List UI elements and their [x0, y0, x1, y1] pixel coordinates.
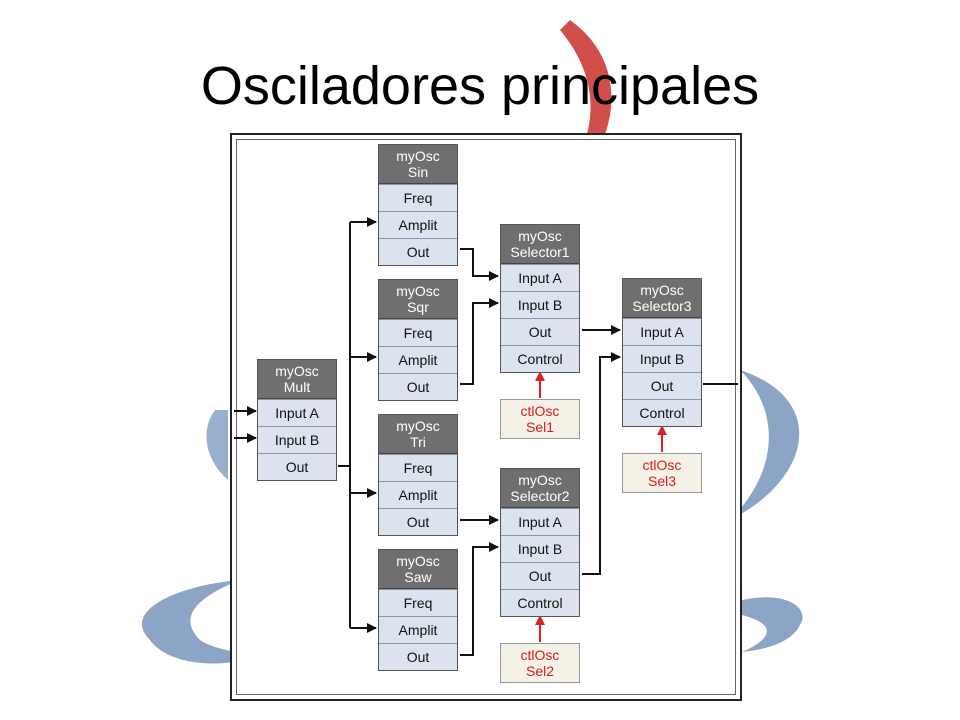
module-header: myOsc Sin: [379, 145, 457, 184]
port-control: Control: [501, 345, 579, 372]
module-class: myOsc: [396, 553, 440, 569]
module-name: Sqr: [407, 299, 429, 315]
port-out: Out: [379, 643, 457, 670]
port-out: Out: [379, 508, 457, 535]
module-name: Selector2: [510, 488, 570, 504]
port-freq: Freq: [379, 454, 457, 481]
module-class: myOsc: [518, 228, 562, 244]
module-header: myOsc Saw: [379, 550, 457, 589]
wire-sel2-sel3: [582, 352, 621, 575]
port-freq: Freq: [379, 589, 457, 616]
module-class: myOsc: [396, 418, 440, 434]
port-out: Out: [258, 453, 336, 480]
module-saw: myOsc Saw Freq Amplit Out: [378, 549, 458, 671]
wire-sqr-sel1: [460, 298, 499, 385]
port-out: Out: [379, 373, 457, 400]
module-header: myOsc Tri: [379, 415, 457, 454]
module-class: myOsc: [640, 282, 684, 298]
port-amplit: Amplit: [379, 481, 457, 508]
control-sel2: ctlOsc Sel2: [500, 643, 580, 683]
module-class: myOsc: [396, 283, 440, 299]
control-class: ctlOsc: [642, 457, 682, 473]
wire-sin-sel1: [460, 248, 499, 281]
control-sel3: ctlOsc Sel3: [622, 453, 702, 493]
module-selector1: myOsc Selector1 Input A Input B Out Cont…: [500, 224, 580, 373]
module-header: myOsc Mult: [258, 360, 336, 399]
module-class: myOsc: [518, 472, 562, 488]
port-out: Out: [623, 372, 701, 399]
slide-title: Osciladores principales: [200, 56, 760, 116]
port-input-b: Input B: [623, 345, 701, 372]
port-amplit: Amplit: [379, 211, 457, 238]
control-class: ctlOsc: [520, 403, 560, 419]
module-name: Selector1: [510, 244, 570, 260]
port-input-a: Input A: [623, 318, 701, 345]
diagram-inner-border: [236, 139, 736, 695]
module-header: myOsc Selector3: [623, 279, 701, 318]
control-name: Sel1: [525, 419, 555, 435]
port-out: Out: [501, 318, 579, 345]
control-sel1: ctlOsc Sel1: [500, 399, 580, 439]
module-header: myOsc Selector1: [501, 225, 579, 264]
module-sin: myOsc Sin Freq Amplit Out: [378, 144, 458, 266]
module-name: Selector3: [632, 298, 692, 314]
port-control: Control: [623, 399, 701, 426]
wire-saw-sel2: [460, 542, 499, 656]
module-name: Sin: [407, 164, 429, 180]
module-selector3: myOsc Selector3 Input A Input B Out Cont…: [622, 278, 702, 427]
port-input-a: Input A: [501, 508, 579, 535]
control-name: Sel3: [647, 473, 677, 489]
port-input-a: Input A: [501, 264, 579, 291]
module-name: Mult: [283, 379, 311, 395]
port-input-a: Input A: [258, 399, 336, 426]
port-control: Control: [501, 589, 579, 616]
module-header: myOsc Sqr: [379, 280, 457, 319]
module-mult: myOsc Mult Input A Input B Out: [257, 359, 337, 481]
port-out: Out: [501, 562, 579, 589]
module-name: Saw: [404, 569, 432, 585]
module-selector2: myOsc Selector2 Input A Input B Out Cont…: [500, 468, 580, 617]
port-amplit: Amplit: [379, 346, 457, 373]
control-name: Sel2: [525, 663, 555, 679]
port-input-b: Input B: [258, 426, 336, 453]
port-input-b: Input B: [501, 291, 579, 318]
port-freq: Freq: [379, 319, 457, 346]
port-amplit: Amplit: [379, 616, 457, 643]
module-class: myOsc: [275, 363, 319, 379]
module-name: Tri: [410, 434, 426, 450]
port-input-b: Input B: [501, 535, 579, 562]
module-tri: myOsc Tri Freq Amplit Out: [378, 414, 458, 536]
port-out: Out: [379, 238, 457, 265]
module-sqr: myOsc Sqr Freq Amplit Out: [378, 279, 458, 401]
module-header: myOsc Selector2: [501, 469, 579, 508]
control-class: ctlOsc: [520, 647, 560, 663]
port-freq: Freq: [379, 184, 457, 211]
module-class: myOsc: [396, 148, 440, 164]
